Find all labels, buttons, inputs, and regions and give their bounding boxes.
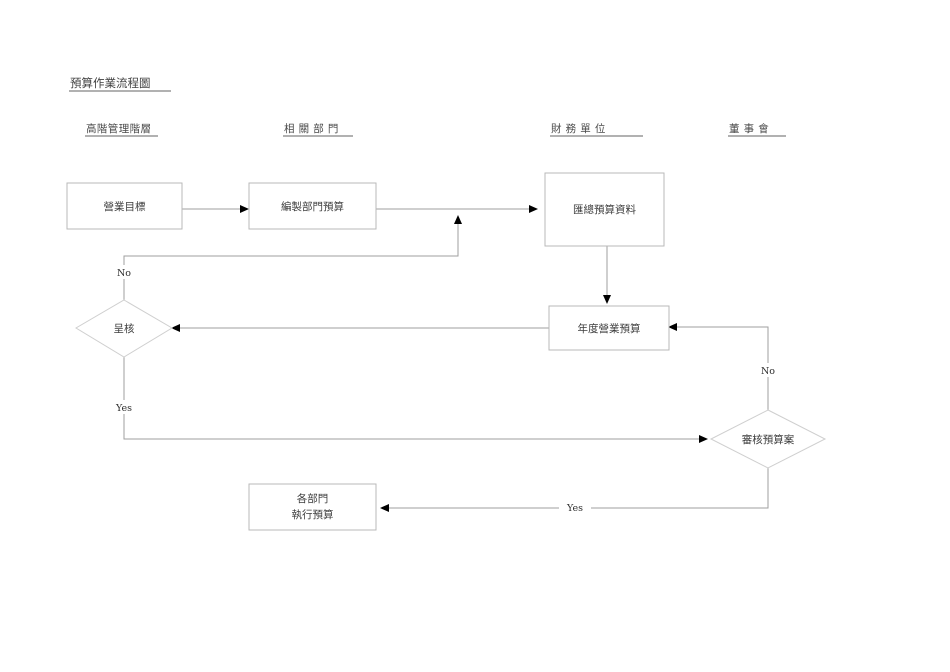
node-label-line2: 執行預算 <box>292 508 334 521</box>
node-submit-for-approval[interactable]: 呈核 <box>75 299 173 358</box>
node-shape <box>66 182 183 230</box>
node-shape <box>544 172 665 247</box>
node-label: 呈核 <box>114 322 135 335</box>
lane-header-label: 高階管理階層 <box>86 122 151 135</box>
node-label: 營業目標 <box>104 200 146 213</box>
node-shape <box>248 483 377 531</box>
lane-header-related-departments: 相 關 部 門 <box>283 122 353 137</box>
page-title-text: 預算作業流程圖 <box>70 76 151 90</box>
lane-header-senior-management: 高階管理階層 <box>85 122 158 137</box>
lane-header-label: 財 務 單 位 <box>551 122 606 135</box>
node-shape <box>75 299 173 358</box>
page-title: 預算作業流程圖 <box>69 76 171 92</box>
edge-label-bg <box>110 265 138 279</box>
edge-label-approval-no: No <box>117 268 131 279</box>
edge-label-bg <box>110 400 140 414</box>
edge-review-no-to-annual <box>668 323 769 411</box>
node-consolidate-budget-data[interactable]: 匯總預算資料 <box>544 172 665 247</box>
lane-header-label: 相 關 部 門 <box>284 122 339 135</box>
node-shape <box>248 182 377 230</box>
edge-label-review-yes: Yes <box>566 503 583 514</box>
node-label: 年度營業預算 <box>578 322 641 335</box>
edge-review-yes-to-execute <box>380 467 769 512</box>
node-business-goal[interactable]: 營業目標 <box>66 182 183 230</box>
node-annual-operating-budget[interactable]: 年度營業預算 <box>548 305 670 351</box>
edge-label-bg <box>559 500 591 514</box>
node-label: 編製部門預算 <box>281 200 344 213</box>
lane-header-finance-unit: 財 務 單 位 <box>550 122 643 137</box>
edge-approval-yes-to-review <box>123 356 708 443</box>
lane-header-label: 董 事 會 <box>729 122 769 135</box>
node-shape <box>548 305 670 351</box>
lane-header-board-of-directors: 董 事 會 <box>728 122 786 137</box>
node-departments-execute-budget[interactable]: 各部門 執行預算 <box>248 483 377 531</box>
node-label: 匯總預算資料 <box>573 203 636 216</box>
edge-label-review-no: No <box>761 366 775 377</box>
edge-label-bg <box>754 363 782 377</box>
node-prepare-department-budget[interactable]: 編製部門預算 <box>248 182 377 230</box>
node-label-line1: 各部門 <box>297 492 329 505</box>
node-shape <box>709 409 827 469</box>
edge-label-approval-yes: Yes <box>115 403 132 414</box>
node-label: 審核預算案 <box>742 433 795 446</box>
node-review-budget-proposal[interactable]: 審核預算案 <box>709 409 827 469</box>
